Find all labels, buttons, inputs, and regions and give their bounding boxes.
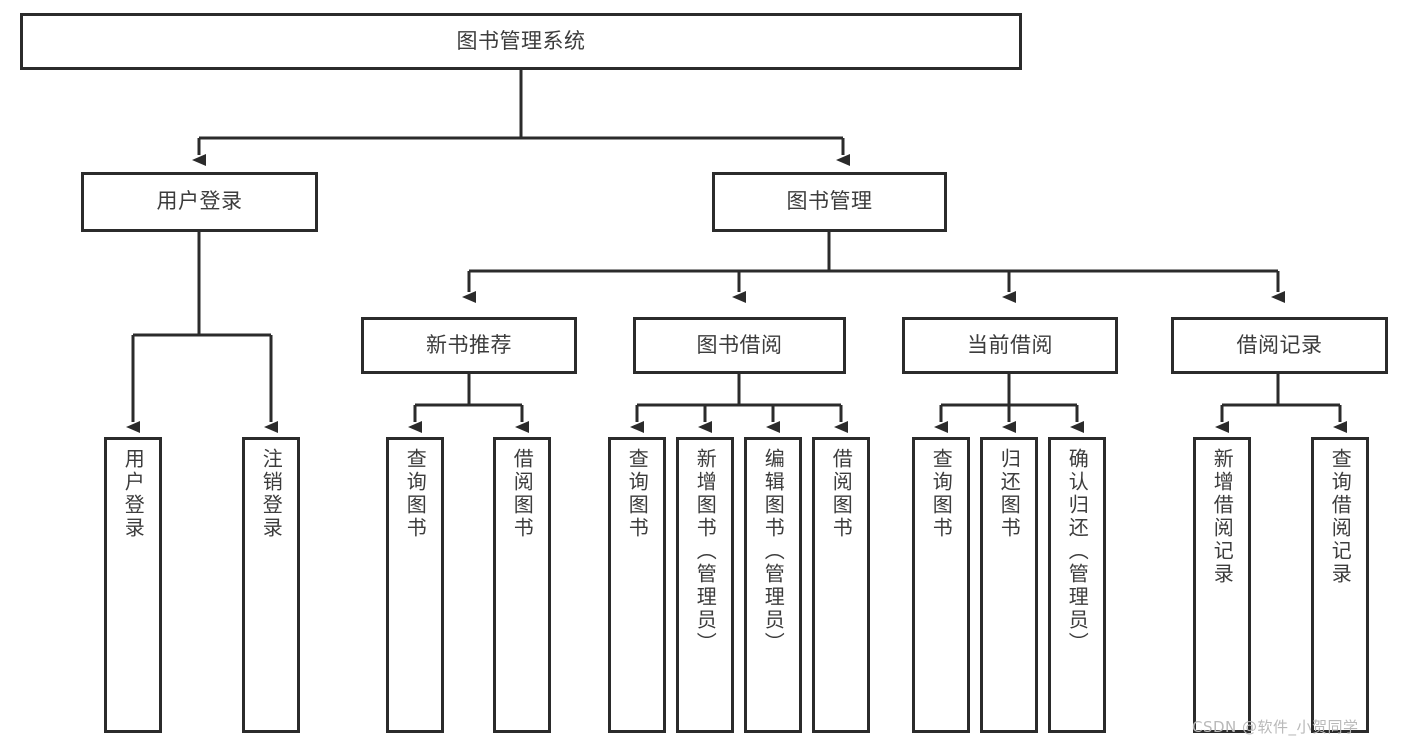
leaf-query-book-recommend[interactable]: 查询图书 <box>386 437 444 733</box>
leaf-add-borrow-record[interactable]: 新增借阅记录 <box>1193 437 1251 733</box>
leaf-label: 查询图书 <box>929 448 954 540</box>
leaf-query-book-borrow[interactable]: 查询图书 <box>608 437 666 733</box>
leaf-user-login[interactable]: 用户登录 <box>104 437 162 733</box>
leaf-edit-book[interactable]: 编辑图书（管理员） <box>744 437 802 733</box>
leaf-label: 用户登录 <box>121 448 146 540</box>
node-book-management-system[interactable]: 图书管理系统 <box>20 13 1022 70</box>
leaf-label: 确认归还（管理员） <box>1065 448 1090 655</box>
leaf-label: 归还图书 <box>997 448 1022 540</box>
node-borrow-record[interactable]: 借阅记录 <box>1171 317 1388 374</box>
leaf-label: 编辑图书（管理员） <box>761 448 786 655</box>
node-new-book-recommend[interactable]: 新书推荐 <box>361 317 577 374</box>
csdn-watermark: CSDN @软件_小贺同学 <box>1192 718 1359 736</box>
leaf-label: 查询图书 <box>403 448 428 540</box>
leaf-user-logout[interactable]: 注销登录 <box>242 437 300 733</box>
node-label: 图书管理系统 <box>456 28 586 53</box>
node-book-management[interactable]: 图书管理 <box>712 172 947 232</box>
leaf-label: 查询图书 <box>625 448 650 540</box>
node-label: 借阅记录 <box>1236 332 1323 357</box>
leaf-label: 新增图书（管理员） <box>693 448 718 655</box>
leaf-label: 借阅图书 <box>510 448 535 540</box>
node-book-borrow[interactable]: 图书借阅 <box>633 317 846 374</box>
leaf-borrow-book[interactable]: 借阅图书 <box>812 437 870 733</box>
leaf-query-book-current[interactable]: 查询图书 <box>912 437 970 733</box>
node-current-borrow[interactable]: 当前借阅 <box>902 317 1118 374</box>
node-label: 图书管理 <box>786 189 873 214</box>
node-label: 图书借阅 <box>696 332 783 357</box>
leaf-query-borrow-record[interactable]: 查询借阅记录 <box>1311 437 1369 733</box>
leaf-label: 新增借阅记录 <box>1210 448 1235 586</box>
leaf-borrow-book-recommend[interactable]: 借阅图书 <box>493 437 551 733</box>
leaf-add-book[interactable]: 新增图书（管理员） <box>676 437 734 733</box>
node-label: 用户登录 <box>156 189 243 214</box>
leaf-confirm-return[interactable]: 确认归还（管理员） <box>1048 437 1106 733</box>
leaf-return-book[interactable]: 归还图书 <box>980 437 1038 733</box>
leaf-label: 注销登录 <box>259 448 284 540</box>
node-user-login[interactable]: 用户登录 <box>81 172 318 232</box>
leaf-label: 借阅图书 <box>829 448 854 540</box>
node-label: 新书推荐 <box>426 332 512 357</box>
leaf-label: 查询借阅记录 <box>1328 448 1353 586</box>
node-label: 当前借阅 <box>967 332 1053 357</box>
